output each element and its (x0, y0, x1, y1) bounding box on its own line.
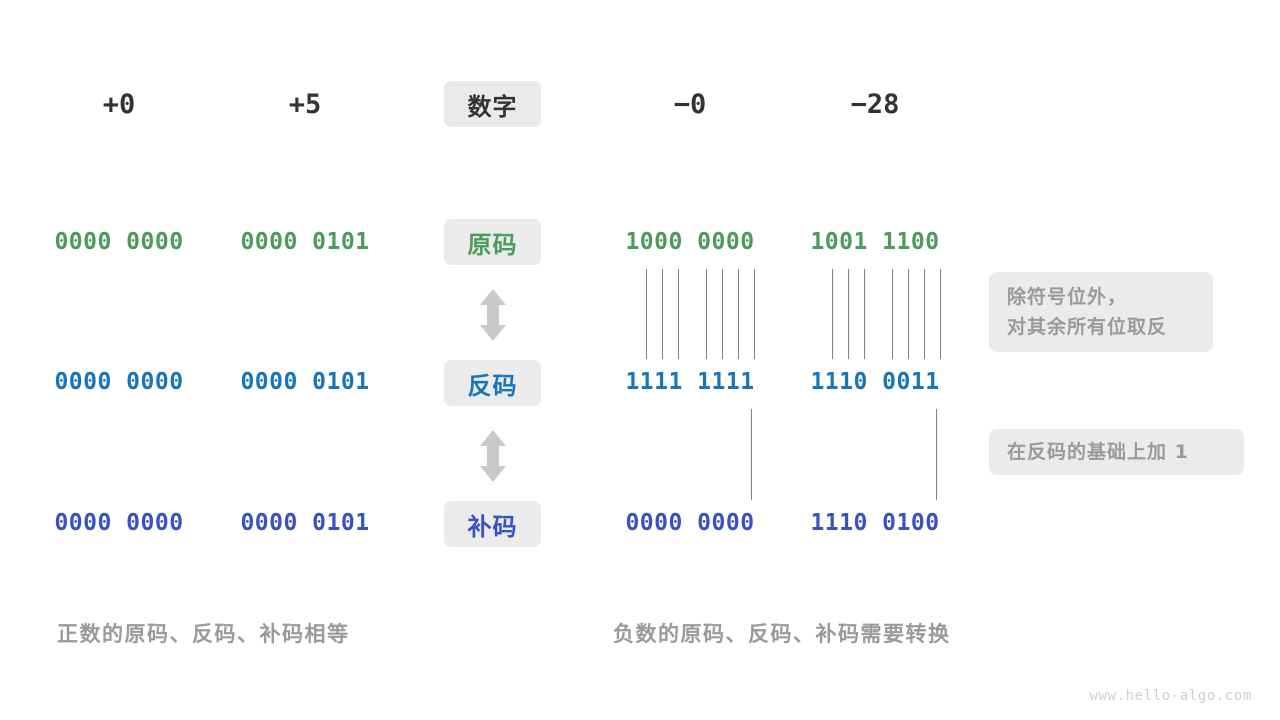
header-value-plus-five: +5 (288, 88, 322, 120)
caption-negative: 负数的原码、反码、补码需要转换 (613, 622, 951, 646)
row-yuanma-cell-minus-zero: 1000 0000 (625, 229, 755, 255)
connector-tick-invert (908, 269, 909, 359)
connector-tick-invert (662, 269, 663, 359)
note-invert-bits-line-1: 除符号位外， (1007, 286, 1128, 308)
row-fanma-cell-plus-five: 0000 0101 (240, 369, 370, 395)
row-fanma-cell-minus-twentyeight: 1110 0011 (810, 369, 940, 395)
row-buma-cell-plus-zero: 0000 0000 (54, 510, 184, 536)
connector-tick-invert (924, 269, 925, 359)
caption-positive: 正数的原码、反码、补码相等 (57, 622, 350, 646)
row-header-pill-buma: 补码 (444, 501, 541, 547)
connector-tick-addone (936, 409, 937, 500)
header-value-minus-twentyeight: −28 (850, 88, 900, 120)
connector-tick-invert (738, 269, 739, 359)
connector-tick-invert (754, 269, 755, 359)
connector-tick-invert (940, 269, 941, 359)
row-header-pill-number: 数字 (444, 81, 541, 127)
row-fanma-cell-plus-zero: 0000 0000 (54, 369, 184, 395)
row-fanma-cell-minus-zero: 1111 1111 (625, 369, 755, 395)
connector-tick-invert (864, 269, 865, 359)
row-yuanma-cell-plus-five: 0000 0101 (240, 229, 370, 255)
row-yuanma-cell-minus-twentyeight: 1001 1100 (810, 229, 940, 255)
row-buma-cell-plus-five: 0000 0101 (240, 510, 370, 536)
header-value-plus-zero: +0 (102, 88, 136, 120)
row-buma-cell-minus-zero: 0000 0000 (625, 510, 755, 536)
arrow-fanma-to-buma-icon (477, 429, 509, 483)
note-invert-bits-line-2: 对其余所有位取反 (1007, 316, 1168, 338)
row-header-pill-fanma: 反码 (444, 360, 541, 406)
connector-tick-invert (892, 269, 893, 359)
connector-tick-invert (706, 269, 707, 359)
connector-tick-invert (678, 269, 679, 359)
header-value-minus-zero: −0 (673, 88, 707, 120)
row-yuanma-cell-plus-zero: 0000 0000 (54, 229, 184, 255)
row-buma-cell-minus-twentyeight: 1110 0100 (810, 510, 940, 536)
connector-tick-invert (722, 269, 723, 359)
connector-tick-addone (751, 409, 752, 500)
connector-tick-invert (646, 269, 647, 359)
connector-tick-invert (848, 269, 849, 359)
note-add-one-line-1: 在反码的基础上加 1 (1007, 441, 1189, 463)
note-invert-bits: 除符号位外， 对其余所有位取反 (989, 272, 1213, 352)
connector-tick-invert (832, 269, 833, 359)
note-add-one: 在反码的基础上加 1 (989, 429, 1244, 475)
watermark: www.hello-algo.com (1089, 688, 1252, 704)
row-header-pill-yuanma: 原码 (444, 219, 541, 265)
arrow-yuanma-to-fanma-icon (477, 288, 509, 342)
